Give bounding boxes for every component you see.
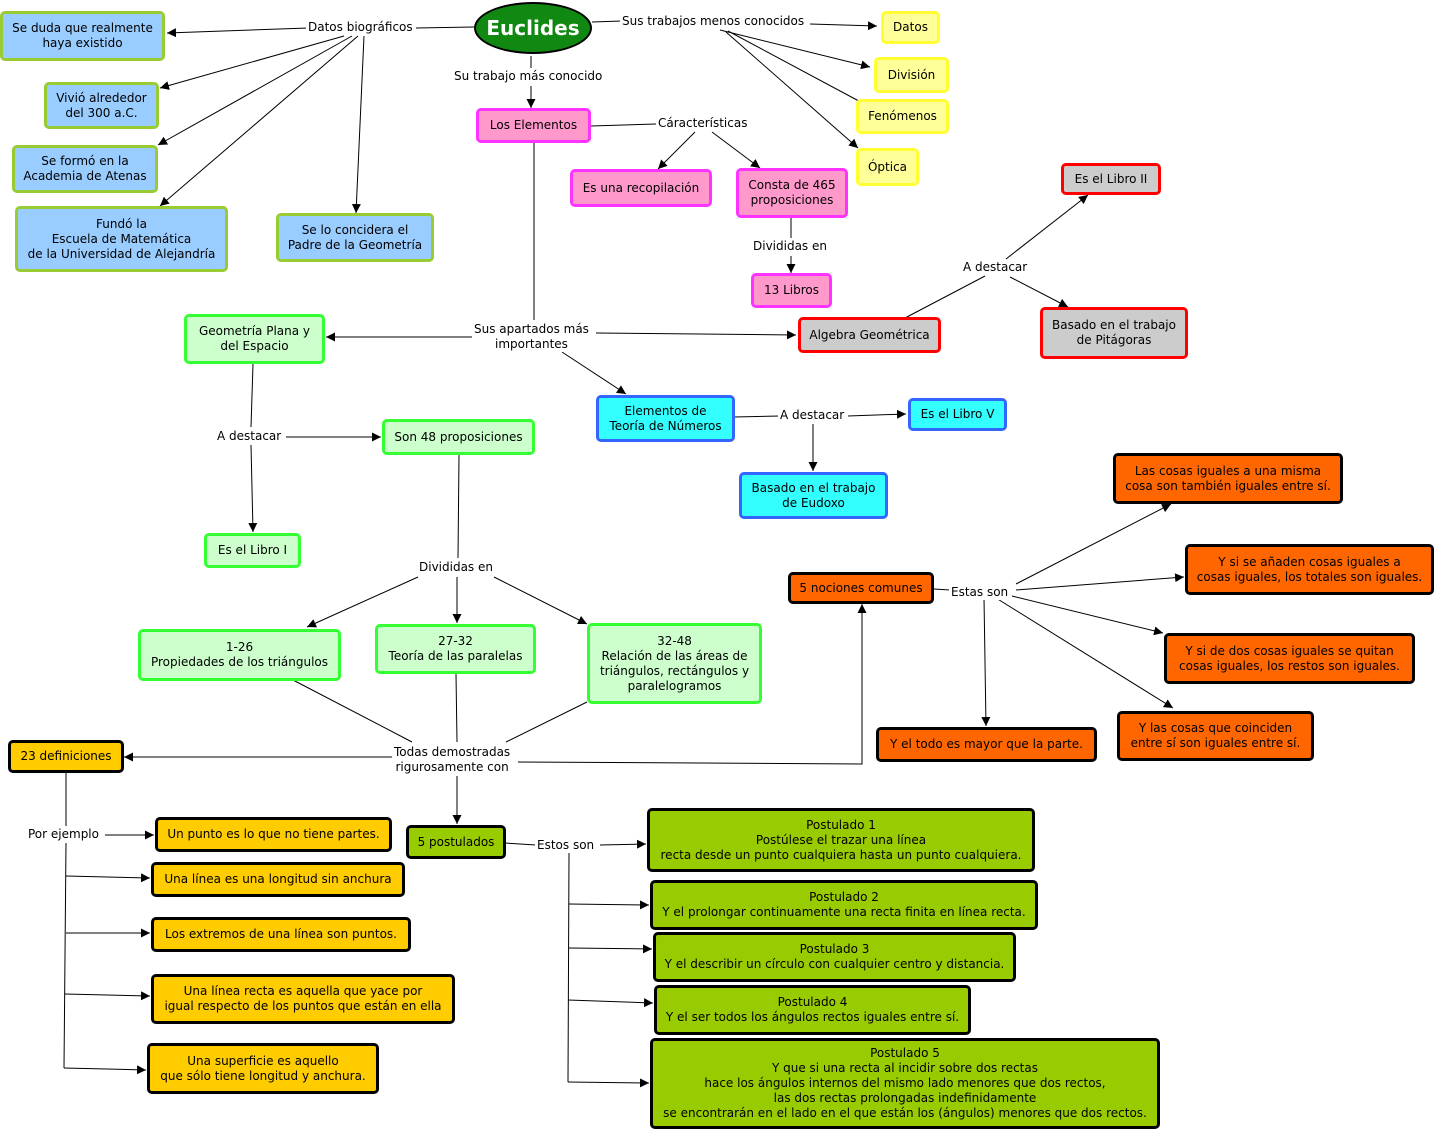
node-definicion-superficie[interactable]: Una superficie es aquello que sólo tiene… bbox=[147, 1043, 379, 1094]
node-vivio-300ac[interactable]: Vivió alrededor del 300 a.C. bbox=[44, 82, 159, 129]
node-48-proposiciones[interactable]: Son 48 proposiciones bbox=[382, 419, 535, 455]
node-postulado-5[interactable]: Postulado 5 Y que si una recta al incidi… bbox=[650, 1038, 1160, 1129]
link-label-caracteristicas: Cáracterísticas bbox=[656, 116, 750, 131]
node-libro-ii[interactable]: Es el Libro II bbox=[1061, 163, 1161, 195]
node-postulado-3[interactable]: Postulado 3 Y el describir un círculo co… bbox=[653, 932, 1016, 982]
node-nocion-2[interactable]: Y si se añaden cosas iguales a cosas igu… bbox=[1185, 544, 1434, 595]
link-label-todas-demostradas: Todas demostradas rigurosamente con bbox=[392, 745, 513, 775]
node-postulado-4[interactable]: Postulado 4 Y el ser todos los ángulos r… bbox=[654, 985, 971, 1035]
node-recopilacion[interactable]: Es una recopilación bbox=[570, 169, 712, 207]
node-teoria-numeros[interactable]: Elementos de Teoría de Números bbox=[596, 395, 735, 442]
node-nocion-4[interactable]: Y las cosas que coinciden entre sí son i… bbox=[1117, 711, 1314, 761]
node-grupo-32-48[interactable]: 32-48 Relación de las áreas de triángulo… bbox=[587, 623, 762, 704]
node-definicion-linea-recta[interactable]: Una línea recta es aquella que yace por … bbox=[151, 974, 455, 1024]
link-label-trabajos-menos-conocidos: Sus trabajos menos conocidos bbox=[620, 14, 807, 29]
node-pitagoras[interactable]: Basado en el trabajo de Pitágoras bbox=[1040, 307, 1188, 359]
node-libro-i[interactable]: Es el Libro I bbox=[204, 533, 301, 568]
node-obra-division[interactable]: División bbox=[874, 57, 949, 93]
link-label-a-destacar-algebra: A destacar bbox=[961, 260, 1030, 275]
node-postulado-1[interactable]: Postulado 1 Postúlese el trazar una líne… bbox=[647, 808, 1035, 872]
node-grupo-27-32[interactable]: 27-32 Teoría de las paralelas bbox=[375, 624, 536, 674]
node-obra-fenomenos[interactable]: Fenómenos bbox=[856, 99, 949, 134]
link-label-trabajo-mas-conocido: Su trabajo más conocido bbox=[452, 69, 605, 84]
node-23-definiciones[interactable]: 23 definiciones bbox=[8, 740, 124, 773]
node-5-postulados[interactable]: 5 postulados bbox=[406, 825, 506, 859]
node-nociones-comunes[interactable]: 5 nociones comunes bbox=[788, 572, 934, 604]
node-definicion-punto[interactable]: Un punto es lo que no tiene partes. bbox=[155, 817, 392, 852]
node-obra-datos[interactable]: Datos bbox=[881, 11, 940, 44]
link-label-sus-apartados: Sus apartados más importantes bbox=[472, 322, 591, 352]
link-label-divididas-en-proposiciones: Divididas en bbox=[417, 560, 495, 575]
node-definicion-linea[interactable]: Una línea es una longitud sin anchura bbox=[151, 862, 405, 897]
link-label-divididas-en-libros: Divididas en bbox=[751, 239, 829, 254]
node-nocion-3[interactable]: Y si de dos cosas iguales se quitan cosa… bbox=[1164, 633, 1415, 684]
node-los-elementos[interactable]: Los Elementos bbox=[476, 108, 591, 143]
node-academia-atenas[interactable]: Se formó en la Academia de Atenas bbox=[12, 145, 158, 193]
link-label-a-destacar-teoria: A destacar bbox=[778, 408, 847, 423]
link-label-datos-biograficos: Datos biográficos bbox=[306, 20, 415, 35]
link-label-a-destacar-geometria: A destacar bbox=[215, 429, 284, 444]
node-libro-v[interactable]: Es el Libro V bbox=[908, 398, 1007, 431]
root-node-euclides[interactable]: Euclides bbox=[474, 2, 592, 54]
node-duda-existencia[interactable]: Se duda que realmente haya existido bbox=[0, 11, 165, 61]
node-465-proposiciones[interactable]: Consta de 465 proposiciones bbox=[736, 168, 848, 218]
node-algebra-geometrica[interactable]: Algebra Geométrica bbox=[798, 317, 941, 353]
node-nocion-5[interactable]: Y el todo es mayor que la parte. bbox=[876, 727, 1097, 762]
node-geometria-plana[interactable]: Geometría Plana y del Espacio bbox=[184, 314, 325, 364]
node-eudoxo[interactable]: Basado en el trabajo de Eudoxo bbox=[739, 472, 888, 519]
link-label-estos-son: Estos son bbox=[535, 838, 597, 853]
node-grupo-1-26[interactable]: 1-26 Propiedades de los triángulos bbox=[138, 629, 341, 681]
node-padre-geometria[interactable]: Se lo concidera el Padre de la Geometría bbox=[276, 213, 434, 262]
node-postulado-2[interactable]: Postulado 2 Y el prolongar continuamente… bbox=[650, 880, 1038, 930]
link-label-por-ejemplo: Por ejemplo bbox=[26, 827, 101, 842]
node-13-libros[interactable]: 13 Libros bbox=[751, 273, 832, 308]
node-obra-optica[interactable]: Óptica bbox=[856, 148, 919, 186]
node-escuela-alejandria[interactable]: Fundó la Escuela de Matemática de la Uni… bbox=[15, 206, 228, 272]
node-definicion-extremos[interactable]: Los extremos de una línea son puntos. bbox=[151, 917, 411, 952]
link-label-estas-son: Estas son bbox=[949, 585, 1011, 600]
node-nocion-1[interactable]: Las cosas iguales a una misma cosa son t… bbox=[1113, 453, 1343, 504]
